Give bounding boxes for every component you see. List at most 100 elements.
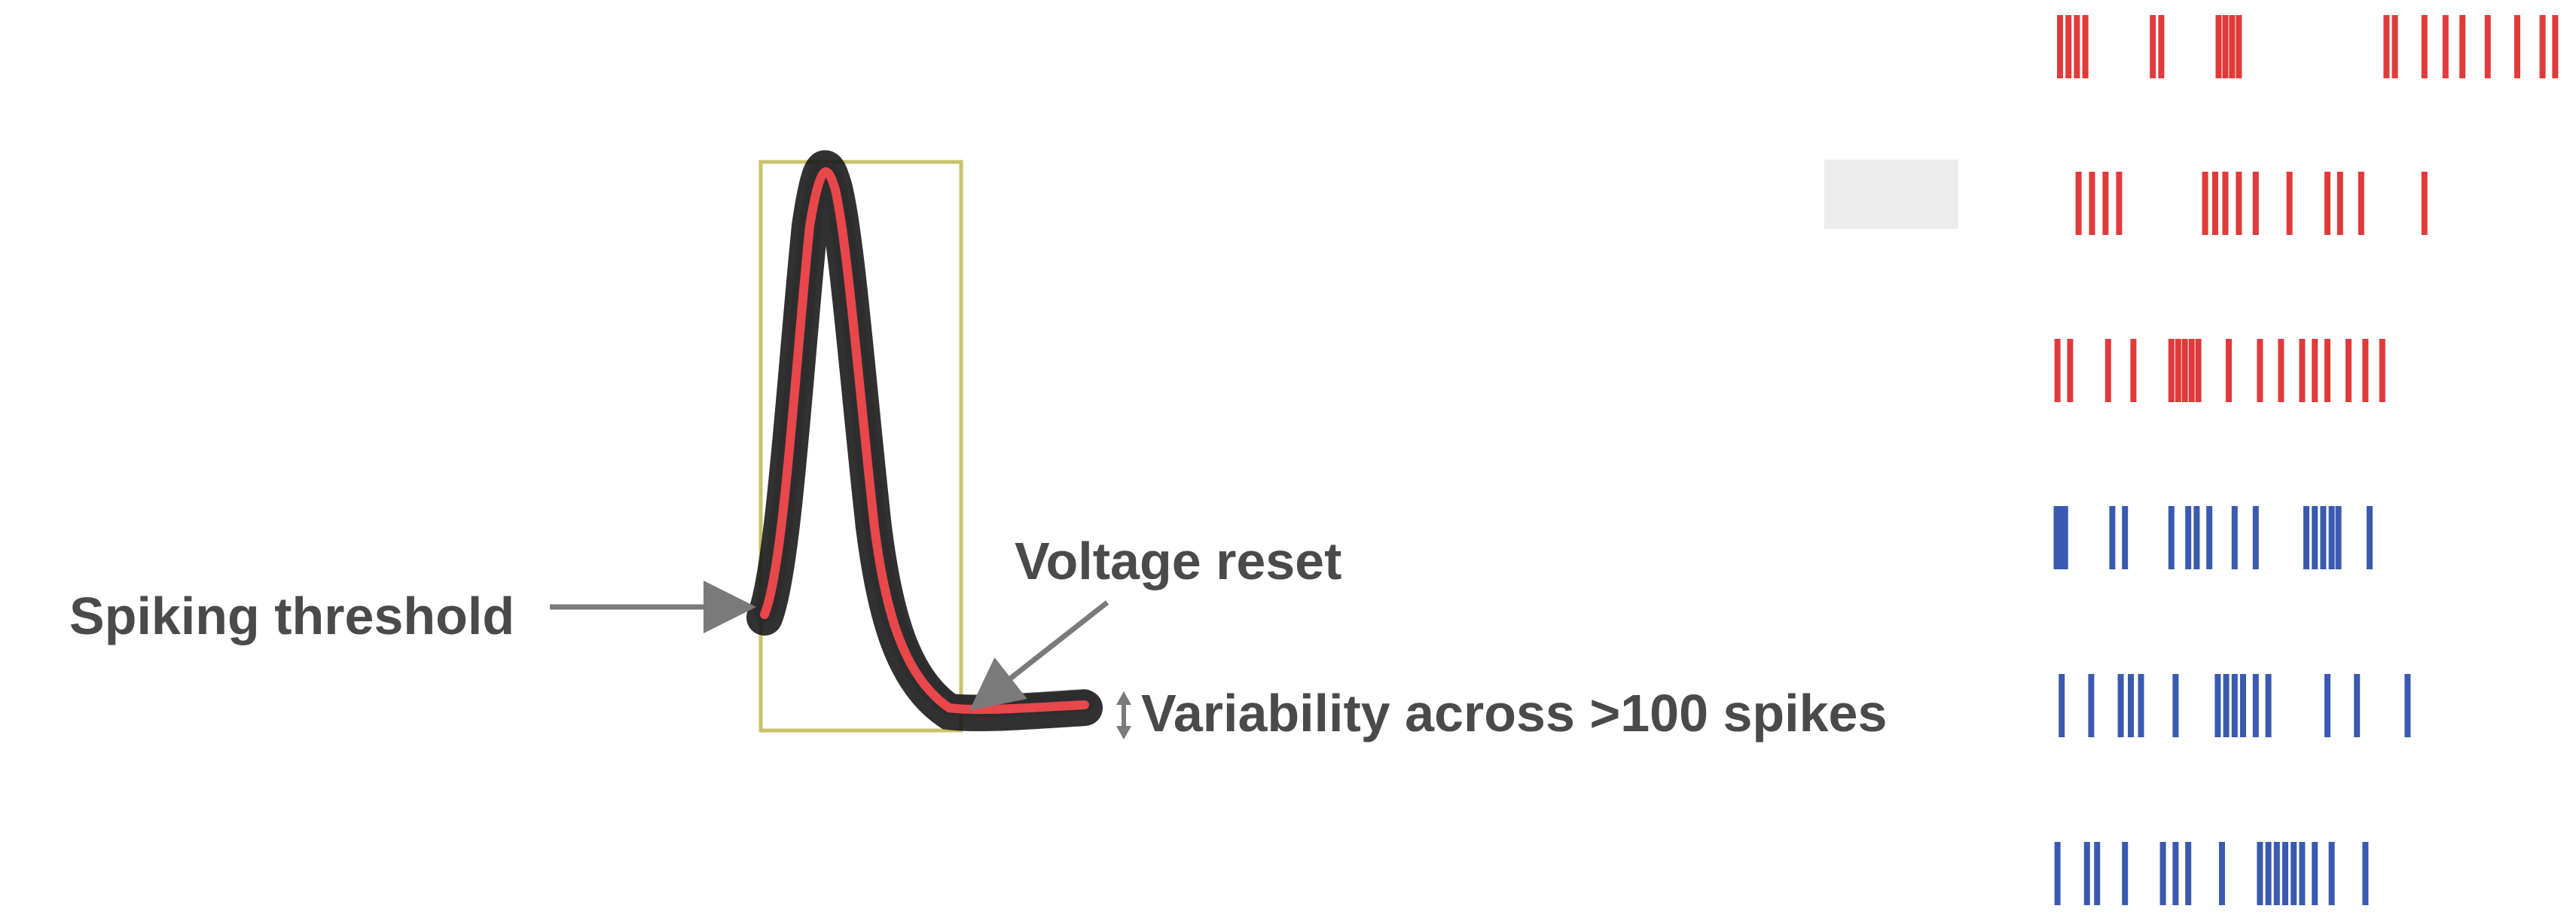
- raster-spike-row3-7: [2181, 339, 2188, 402]
- raster-spike-row2-4: [2116, 172, 2123, 235]
- raster-spike-row6-4: [2122, 842, 2129, 905]
- raster-spike-row5-4: [2128, 674, 2134, 737]
- raster-spike-row6-7: [2185, 842, 2192, 905]
- raster-spike-row5-11: [2252, 674, 2259, 737]
- raster-spike-row4-13: [2312, 506, 2318, 569]
- raster-spike-row6-8: [2219, 842, 2225, 905]
- raster-spike-row5-12: [2265, 674, 2272, 737]
- raster-spike-row5-6: [2172, 674, 2179, 737]
- raster-spike-row1-19: [2552, 15, 2559, 78]
- spike-window-box: [758, 160, 963, 733]
- raster-spike-row1-12: [2391, 15, 2398, 78]
- raster-spike-row2-8: [2236, 172, 2242, 235]
- raster-spike-row2-1: [2075, 172, 2082, 235]
- raster-spike-row1-1: [2057, 15, 2063, 78]
- raster-spike-row5-13: [2324, 674, 2330, 737]
- raster-spike-row3-1: [2054, 339, 2061, 402]
- spike-trace-overlay: [746, 150, 1103, 732]
- raster-spike-row4-1: [2053, 506, 2060, 569]
- raster-spike-row3-2: [2067, 339, 2074, 402]
- raster-spike-row2-9: [2252, 172, 2259, 235]
- raster-spike-row6-2: [2083, 842, 2090, 905]
- raster-spike-row1-3: [2074, 15, 2080, 78]
- raster-spike-row4-16: [2335, 506, 2342, 569]
- double-arrow-icon: [1116, 691, 1131, 740]
- raster-spike-row1-9: [2229, 15, 2236, 78]
- raster-spike-row6-10: [2265, 842, 2272, 905]
- raster-spike-row6-5: [2159, 842, 2166, 905]
- raster-spike-row4-2: [2058, 506, 2065, 569]
- raster-spike-row6-3: [2094, 842, 2101, 905]
- raster-spike-row2-3: [2102, 172, 2109, 235]
- raster-spike-row6-17: [2362, 842, 2369, 905]
- raster-spike-row4-12: [2303, 506, 2309, 569]
- raster-spike-row1-16: [2484, 15, 2491, 78]
- raster-spike-row1-14: [2442, 15, 2449, 78]
- raster-spike-row3-3: [2104, 339, 2111, 402]
- raster-spike-row1-18: [2539, 15, 2546, 78]
- raster-spike-row2-14: [2421, 172, 2428, 235]
- variability-label: Variability across >100 spikes: [1141, 684, 1888, 743]
- placeholder-box: [1824, 160, 1958, 229]
- raster-spike-row2-10: [2286, 172, 2293, 235]
- raster-spike-row6-16: [2328, 842, 2335, 905]
- raster-spike-row4-14: [2320, 506, 2327, 569]
- raster-spike-row4-7: [2185, 506, 2192, 569]
- raster-spike-row4-10: [2231, 506, 2238, 569]
- raster-spike-row5-7: [2214, 674, 2221, 737]
- raster-spike-row6-12: [2282, 842, 2288, 905]
- raster-spike-row3-8: [2188, 339, 2195, 402]
- raster-spike-row2-6: [2212, 172, 2218, 235]
- raster-spike-row1-4: [2082, 15, 2089, 78]
- raster-spike-row1-10: [2236, 15, 2242, 78]
- raster-spike-row3-12: [2278, 339, 2285, 402]
- raster-spike-row3-13: [2299, 339, 2306, 402]
- raster-spike-row1-2: [2065, 15, 2072, 78]
- voltage-reset-label: Voltage reset: [1015, 532, 1342, 590]
- raster-spike-row6-9: [2257, 842, 2263, 905]
- raster-spike-row3-15: [2324, 339, 2330, 402]
- raster-spike-row3-4: [2130, 339, 2137, 402]
- raster-spike-row1-7: [2215, 15, 2222, 78]
- raster-spike-row6-13: [2291, 842, 2297, 905]
- spike-trace-mean: [760, 167, 1089, 715]
- raster-spike-row2-11: [2324, 172, 2330, 235]
- raster-spike-row1-8: [2222, 15, 2229, 78]
- raster-spike-row2-5: [2202, 172, 2208, 235]
- raster-spike-row2-12: [2336, 172, 2343, 235]
- raster-spike-row1-5: [2150, 15, 2156, 78]
- raster-spike-row3-5: [2168, 339, 2175, 402]
- raster-spike-row5-9: [2231, 674, 2238, 737]
- raster-spike-row4-3: [2062, 506, 2068, 569]
- raster-spike-row4-5: [2122, 506, 2129, 569]
- raster-spike-row1-11: [2383, 15, 2390, 78]
- raster-spike-row3-17: [2362, 339, 2369, 402]
- raster-spike-row6-1: [2054, 842, 2061, 905]
- spiking-threshold-label: Spiking threshold: [69, 587, 515, 645]
- raster-spike-row2-7: [2222, 172, 2229, 235]
- raster-spike-row3-14: [2312, 339, 2318, 402]
- raster-spike-row5-15: [2404, 674, 2411, 737]
- raster-spike-row3-10: [2226, 339, 2232, 402]
- raster-spike-row6-6: [2172, 842, 2179, 905]
- raster-spike-row5-8: [2223, 674, 2230, 737]
- raster-spike-row4-9: [2206, 506, 2213, 569]
- raster-spike-row4-4: [2109, 506, 2116, 569]
- raster-spike-row2-13: [2358, 172, 2364, 235]
- spike-raster: [2053, 15, 2559, 905]
- raster-spike-row1-17: [2514, 15, 2520, 78]
- raster-spike-row5-10: [2240, 674, 2246, 737]
- raster-spike-row2-2: [2089, 172, 2095, 235]
- raster-spike-row5-3: [2117, 674, 2124, 737]
- raster-spike-row3-11: [2257, 339, 2263, 402]
- raster-spike-row3-6: [2175, 339, 2181, 402]
- raster-spike-row4-6: [2168, 506, 2175, 569]
- raster-spike-row5-5: [2138, 674, 2144, 737]
- raster-spike-row1-6: [2158, 15, 2165, 78]
- raster-spike-row3-9: [2195, 339, 2202, 402]
- raster-spike-row4-11: [2252, 506, 2259, 569]
- reset-arrow: [969, 600, 1109, 711]
- raster-spike-row5-2: [2088, 674, 2095, 737]
- raster-spike-row4-15: [2328, 506, 2335, 569]
